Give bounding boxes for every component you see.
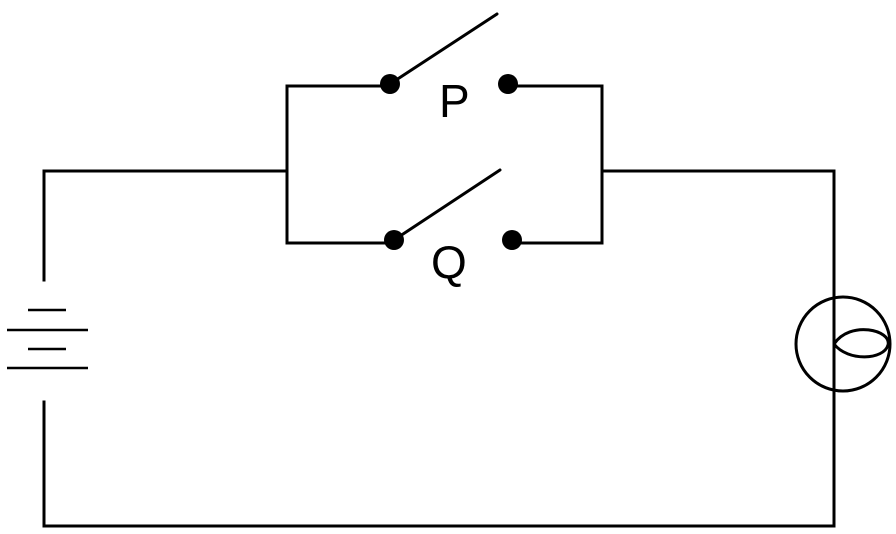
switch-q-label: Q [431, 236, 467, 288]
wire-lamp-bottom [42, 368, 836, 528]
parallel-branch [285, 84, 604, 245]
switch-p-terminal-left [380, 74, 400, 94]
switch-q-terminal-right [502, 230, 522, 250]
switch-p-lever[interactable] [388, 12, 499, 86]
switch-q-lever[interactable] [392, 168, 502, 242]
main-circuit-wires [42, 169, 836, 528]
wire-right-junction [506, 84, 604, 245]
bulb-icon [794, 295, 892, 393]
switch-q[interactable]: Q [384, 168, 522, 288]
battery-icon [7, 308, 88, 370]
switch-p[interactable]: P [380, 12, 518, 127]
switch-p-label: P [439, 75, 470, 127]
switch-q-terminal-left [384, 230, 404, 250]
switch-p-terminal-right [498, 74, 518, 94]
bulb-filament [832, 318, 890, 370]
bulb-outline [794, 295, 892, 393]
wire-left-junction [285, 84, 396, 245]
wire-right-to-lamp [600, 169, 836, 320]
wire-battery-top [42, 169, 289, 282]
